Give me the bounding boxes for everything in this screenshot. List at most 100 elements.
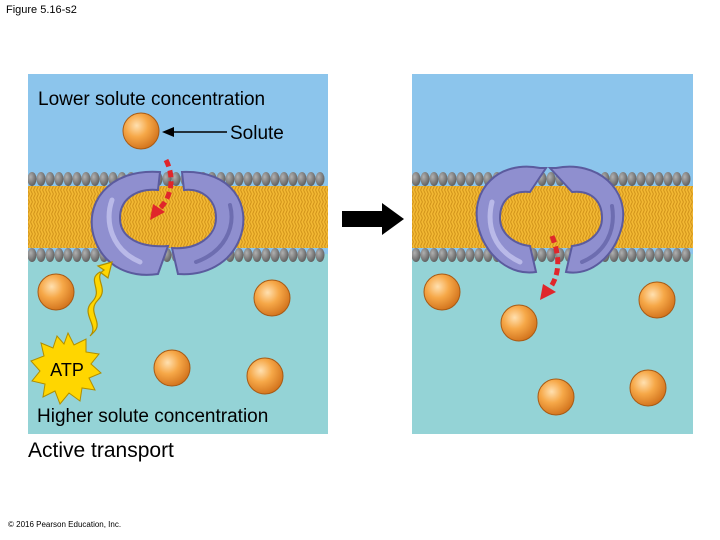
- copyright-notice: © 2016 Pearson Education, Inc.: [8, 520, 122, 529]
- phospholipid-head: [297, 172, 307, 186]
- phospholipid-head: [636, 248, 646, 262]
- phospholipid-head: [420, 172, 430, 186]
- phospholipid-head: [645, 248, 655, 262]
- solute-release-arrow: [547, 235, 561, 290]
- phospholipid-head: [636, 172, 646, 186]
- phospholipid-head: [618, 172, 628, 186]
- solute-particle: [122, 112, 160, 150]
- transport-protein: [475, 165, 625, 274]
- left-panel: ATP Lower solute concentration Solute Hi…: [28, 74, 328, 434]
- solute-label: Solute: [230, 123, 284, 144]
- phospholipid-head: [306, 172, 316, 186]
- phospholipid-head: [225, 172, 235, 186]
- lipid-bilayer: [28, 172, 328, 262]
- phospholipid-head: [438, 172, 448, 186]
- solute-release-arrowhead: [540, 284, 556, 300]
- phospholipid-head: [618, 248, 628, 262]
- phospholipid-head: [261, 248, 271, 262]
- phospholipid-head: [681, 248, 691, 262]
- phospholipid-head: [252, 248, 262, 262]
- phospholipid-head: [412, 172, 421, 186]
- phospholipid-head: [72, 248, 82, 262]
- phospholipid-head: [429, 172, 439, 186]
- right-panel: [412, 74, 693, 434]
- phospholipid-head: [279, 172, 289, 186]
- phospholipid-head: [654, 172, 664, 186]
- phospholipid-head: [315, 248, 325, 262]
- phospholipid-head: [663, 172, 673, 186]
- phospholipid-head: [171, 172, 181, 186]
- phospholipid-head: [252, 172, 262, 186]
- phospholipid-head: [90, 172, 100, 186]
- phospholipid-head: [447, 172, 457, 186]
- phospholipid-head: [72, 172, 82, 186]
- phospholipid-head: [234, 248, 244, 262]
- phospholipid-head: [297, 248, 307, 262]
- phospholipid-head: [627, 172, 637, 186]
- phospholipid-head: [63, 248, 73, 262]
- phospholipid-head: [546, 172, 556, 186]
- solute-binding-arrowhead: [150, 204, 165, 220]
- phospholipid-head: [306, 248, 316, 262]
- phospholipid-head: [681, 172, 691, 186]
- solute-particle: [423, 273, 461, 311]
- phospholipid-head: [465, 172, 475, 186]
- phospholipid-head: [288, 172, 298, 186]
- phospholipid-head: [546, 248, 556, 262]
- phospholipid-head: [45, 172, 55, 186]
- phospholipid-head: [270, 248, 280, 262]
- atp-label: ATP: [50, 360, 84, 380]
- phospholipid-head: [609, 172, 619, 186]
- phospholipid-head: [627, 248, 637, 262]
- solute-particle: [638, 281, 676, 319]
- phospholipid-head: [456, 172, 466, 186]
- phospholipid-head: [28, 248, 37, 262]
- phospholipid-head: [465, 248, 475, 262]
- phospholipid-head: [412, 248, 421, 262]
- phospholipid-head: [456, 248, 466, 262]
- solute-binding-arrow: [156, 158, 174, 212]
- phospholipid-heads-top: [412, 172, 691, 186]
- phospholipid-head: [279, 248, 289, 262]
- transport-protein: [90, 170, 245, 276]
- phospholipid-head: [420, 248, 430, 262]
- lower-concentration-label: Lower solute concentration: [38, 89, 265, 110]
- phospholipid-head: [45, 248, 55, 262]
- phospholipid-head: [537, 248, 547, 262]
- phospholipid-head: [261, 172, 271, 186]
- phospholipid-head: [63, 172, 73, 186]
- atp-starburst: [30, 331, 102, 405]
- phospholipid-head: [429, 248, 439, 262]
- solute-particle: [246, 357, 284, 395]
- phospholipid-head: [234, 172, 244, 186]
- phospholipid-head: [36, 248, 46, 262]
- phospholipid-head: [474, 248, 484, 262]
- figure-label: Figure 5.16-s2: [6, 4, 77, 16]
- phospholipid-head: [243, 172, 253, 186]
- caption: Active transport: [28, 439, 174, 462]
- solute-particle: [500, 304, 538, 342]
- phospholipid-head: [447, 248, 457, 262]
- solute-particle: [253, 279, 291, 317]
- solute-particle: [537, 378, 575, 416]
- solute-particle: [37, 273, 75, 311]
- phospholipid-head: [81, 172, 91, 186]
- phospholipid-head: [654, 248, 664, 262]
- phospholipid-head: [315, 172, 325, 186]
- energy-squiggle: [87, 261, 113, 337]
- solute-particle: [153, 349, 191, 387]
- solute-pointer-arrowhead: [162, 127, 174, 137]
- phospholipid-head: [90, 248, 100, 262]
- phospholipid-head: [99, 172, 109, 186]
- phospholipid-head: [663, 248, 673, 262]
- phospholipid-head: [270, 172, 280, 186]
- phospholipid-head: [288, 248, 298, 262]
- phospholipid-head: [81, 248, 91, 262]
- phospholipid-head: [243, 248, 253, 262]
- phospholipid-head: [645, 172, 655, 186]
- phospholipid-head: [438, 248, 448, 262]
- solute-particle: [629, 369, 667, 407]
- phospholipid-heads-bottom: [412, 248, 691, 262]
- higher-concentration-label: Higher solute concentration: [37, 406, 268, 427]
